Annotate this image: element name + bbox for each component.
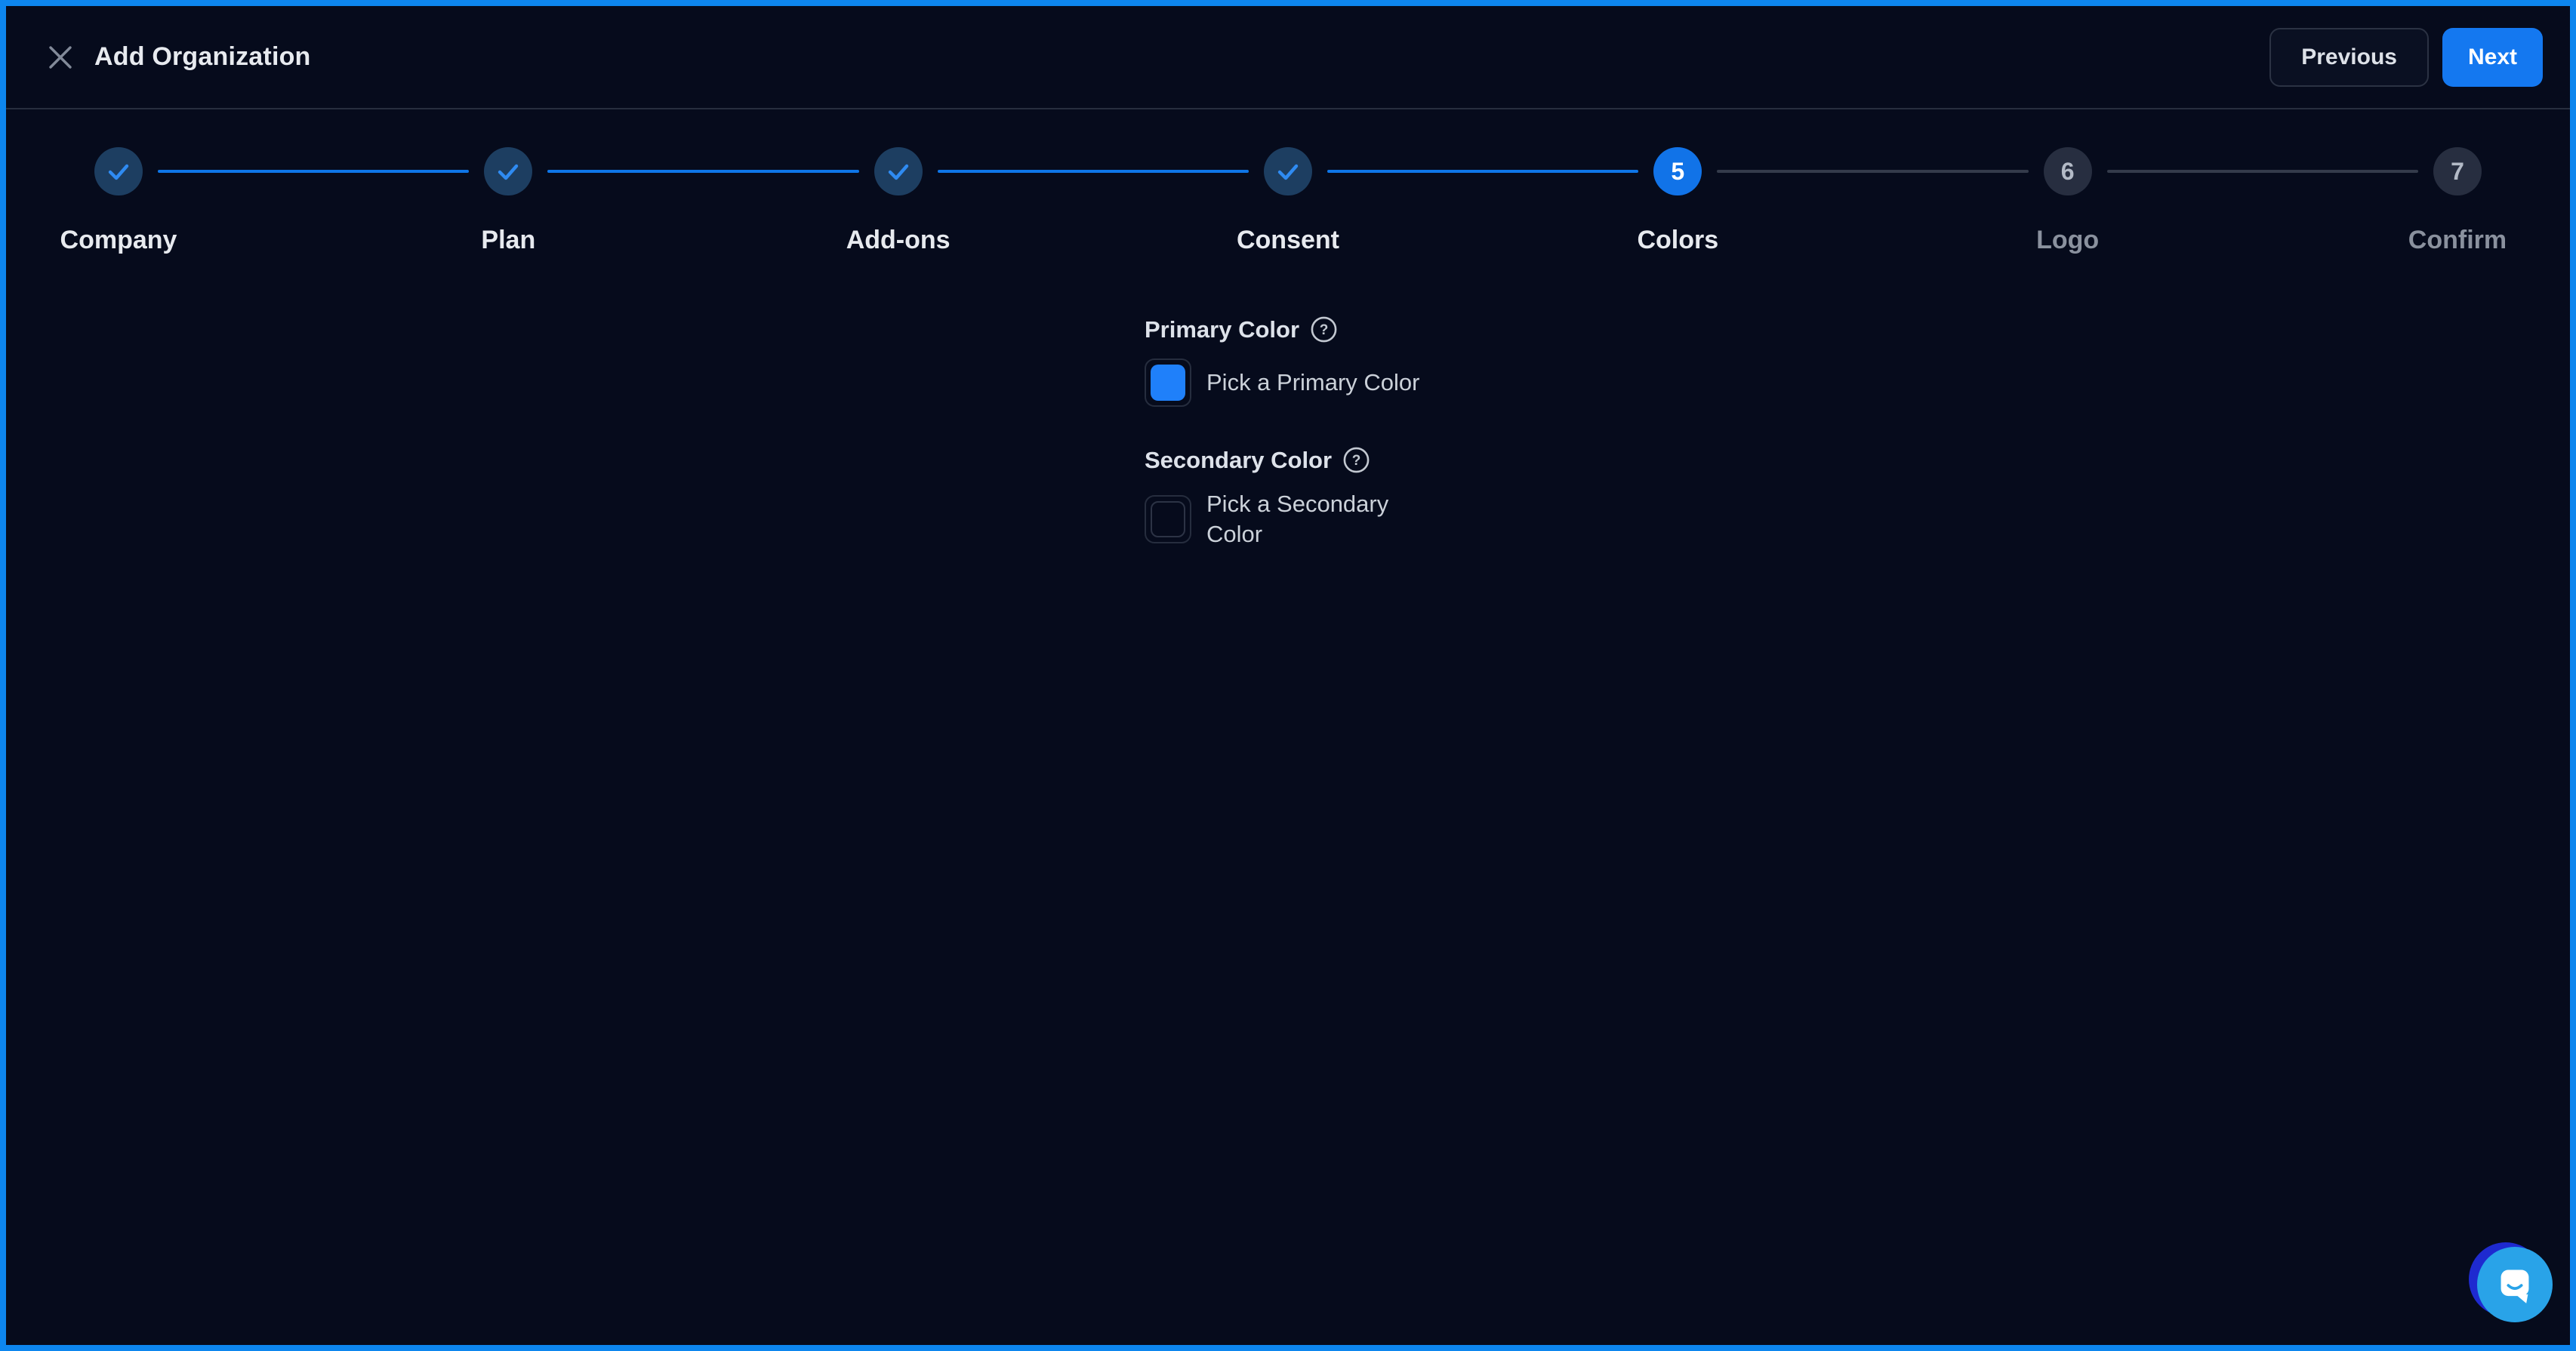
chat-bubble-icon (2501, 1269, 2529, 1303)
stepper-step-addons[interactable]: Add-ons (823, 147, 974, 255)
check-icon (1277, 164, 1299, 180)
step-connector (1717, 170, 2029, 173)
stepper-step-colors[interactable]: 5 Colors (1602, 147, 1753, 255)
help-icon: ? (1311, 316, 1337, 343)
primary-color-picker-row: Pick a Primary Color (1145, 359, 1431, 407)
step-connector (2106, 170, 2418, 173)
step-connector (547, 170, 859, 173)
step-connector (158, 170, 470, 173)
primary-color-label: Primary Color (1145, 315, 1300, 343)
check-icon (888, 164, 908, 180)
step-connector (1327, 170, 1639, 173)
step-circle (484, 147, 533, 195)
primary-color-swatch[interactable] (1145, 359, 1191, 407)
step-label: Plan (481, 226, 536, 254)
step-number: 5 (1671, 157, 1685, 185)
stepper-step-company[interactable]: Company (43, 147, 194, 255)
step-circle: 7 (2433, 147, 2482, 195)
previous-button[interactable]: Previous (2269, 27, 2429, 87)
secondary-color-picker-row: Pick a Secondary Color (1145, 489, 1431, 549)
stepper-step-confirm[interactable]: 7 Confirm (2382, 147, 2533, 255)
stepper-step-plan[interactable]: Plan (433, 147, 584, 255)
secondary-color-picker-caption: Pick a Secondary Color (1206, 491, 1389, 547)
check-icon (498, 164, 519, 180)
step-circle (874, 147, 923, 195)
primary-color-swatch-fill (1151, 365, 1185, 401)
primary-color-picker-caption: Pick a Primary Color (1206, 369, 1420, 395)
modal-header: Add Organization Previous Next (6, 6, 2570, 109)
secondary-color-label: Secondary Color (1145, 446, 1333, 473)
step-circle (1263, 147, 1312, 195)
step-label: Confirm (2408, 226, 2507, 254)
chat-launcher-button[interactable] (2469, 1242, 2553, 1324)
step-circle: 5 (1653, 147, 1702, 195)
svg-text:?: ? (1320, 322, 1329, 338)
close-icon (49, 45, 72, 69)
primary-color-label-row: Primary Color ? (1145, 315, 1431, 343)
step-number: 6 (2060, 157, 2075, 185)
stepper-step-logo[interactable]: 6 Logo (1992, 147, 2143, 255)
step-label: Company (60, 226, 177, 254)
secondary-color-swatch[interactable] (1145, 495, 1191, 543)
step-number: 7 (2451, 157, 2464, 185)
step-label: Logo (2036, 226, 2100, 254)
help-icon: ? (1343, 447, 1370, 473)
next-button[interactable]: Next (2442, 27, 2543, 87)
svg-text:?: ? (1352, 453, 1361, 469)
step-label: Consent (1236, 226, 1339, 254)
close-button[interactable] (43, 40, 78, 75)
secondary-color-help-button[interactable]: ? (1342, 446, 1370, 474)
colors-step-form: Primary Color ? Pick a Primary Color Sec… (1145, 315, 1431, 549)
secondary-color-swatch-fill (1151, 501, 1185, 537)
chat-launcher-front-circle (2477, 1247, 2553, 1322)
stepper-step-consent[interactable]: Consent (1213, 147, 1363, 255)
page-title: Add Organization (94, 42, 311, 71)
step-label: Colors (1637, 226, 1719, 254)
step-connector (937, 170, 1249, 173)
step-circle: 6 (2043, 147, 2092, 195)
step-label: Add-ons (846, 226, 951, 254)
step-circle (94, 147, 143, 195)
secondary-color-label-row: Secondary Color ? (1145, 446, 1431, 474)
wizard-stepper: Company Plan Add-ons (6, 109, 2570, 255)
check-icon (108, 164, 129, 180)
primary-color-help-button[interactable]: ? (1310, 315, 1338, 343)
